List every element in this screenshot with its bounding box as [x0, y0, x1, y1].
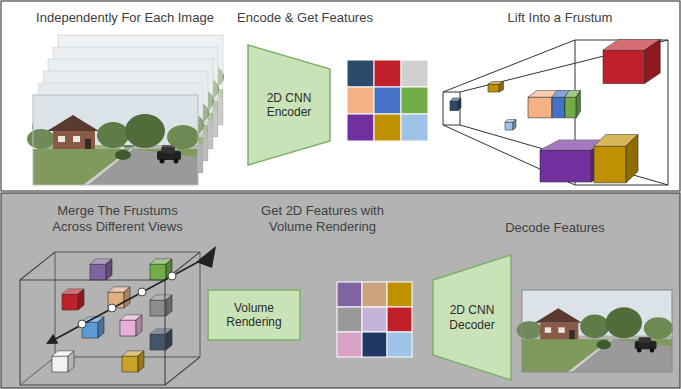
feature-grid-part — [401, 114, 428, 141]
frustum-part — [460, 40, 668, 92]
rendered-feature-grid-part — [387, 307, 412, 332]
step-heading: Independently For Each Image — [20, 10, 230, 26]
feature-grid-part — [374, 87, 401, 114]
rendered-feature-grid-part — [362, 332, 387, 357]
output-image-part — [522, 290, 672, 372]
step-heading: Lift Into a Frustum — [470, 10, 650, 26]
feature-grid-part — [401, 87, 428, 114]
block-text-area: 2D CNN Decoder — [433, 255, 511, 380]
camera-ray-part — [196, 246, 216, 268]
merged-volume-part-part — [55, 252, 200, 357]
top-panel-part — [1, 1, 680, 191]
step-heading: Merge The Frustums Across Different View… — [40, 203, 195, 236]
input-image-stack-part-part — [27, 95, 199, 185]
block-label: 2D CNN Decoder — [443, 303, 501, 332]
encoder-block: 2D CNN Encoder — [248, 45, 330, 165]
frustum — [443, 40, 668, 185]
merged-volume-part-part — [20, 252, 55, 280]
input-image-stack — [27, 35, 224, 185]
rendered-feature-grid — [337, 282, 412, 357]
merged-volume-part — [150, 295, 172, 316]
merged-volume — [20, 252, 200, 385]
frustum-feature-blocks-part — [603, 40, 660, 84]
frustum-part — [443, 40, 575, 92]
output-image — [517, 290, 673, 372]
frustum-part — [443, 92, 460, 125]
decoder-block: 2D CNN Decoder — [433, 255, 511, 380]
feature-grid-part — [374, 60, 401, 87]
rendered-feature-grid-part — [387, 332, 412, 357]
feature-grid-part — [347, 60, 374, 87]
rendered-feature-grid-part — [337, 282, 362, 307]
frustum-feature-blocks-part — [450, 98, 461, 111]
block-label: 2D CNN Encoder — [258, 91, 320, 120]
rendered-feature-grid-part — [362, 282, 387, 307]
camera-ray-part — [78, 320, 86, 328]
frustum-feature-blocks — [450, 40, 660, 183]
block-text-area: 2D CNN Encoder — [248, 45, 330, 165]
frustum-feature-blocks-part — [594, 135, 638, 183]
merged-volume-part — [122, 351, 144, 372]
top-panel — [1, 1, 680, 191]
merged-volume-part — [90, 259, 112, 280]
step-heading: Decode Features — [480, 220, 630, 236]
merged-volume-part-part — [165, 357, 200, 385]
process-box: Volume Rendering — [208, 290, 300, 340]
merged-volume-part — [52, 351, 74, 372]
block-shape — [208, 290, 300, 340]
step-heading: Encode & Get Features — [225, 10, 385, 26]
feature-grid-part — [374, 114, 401, 141]
rendered-feature-grid-part — [337, 332, 362, 357]
camera-ray-part — [108, 304, 116, 312]
merged-volume-part — [150, 329, 172, 350]
frustum-feature-blocks-part — [565, 91, 580, 118]
bottom-panel-part — [1, 193, 680, 388]
merged-volume-part-part — [20, 357, 55, 385]
merged-volume-part — [20, 280, 165, 385]
output-image-part-part — [517, 290, 673, 372]
feature-grid-part — [401, 60, 428, 87]
merged-volume-part — [20, 252, 200, 385]
feature-grid-part — [347, 114, 374, 141]
feature-grid — [347, 60, 428, 141]
bottom-panel — [1, 193, 680, 388]
step-heading: Get 2D Features with Volume Rendering — [250, 203, 395, 236]
block-label: Volume Rendering — [218, 301, 290, 330]
camera-ray-part — [168, 272, 176, 280]
output-image-part — [517, 290, 673, 372]
frustum-feature-blocks-part — [505, 120, 516, 131]
input-image-stack-part-part — [33, 95, 198, 185]
frustum-part — [460, 125, 668, 185]
input-image-stack-part — [27, 95, 199, 185]
frustum-feature-blocks-part — [488, 82, 503, 93]
feature-grid-part — [347, 87, 374, 114]
camera-ray-part — [48, 262, 198, 343]
rendered-feature-grid-part — [337, 307, 362, 332]
merged-volume-part — [62, 289, 84, 310]
block-shape — [248, 45, 330, 165]
camera-ray — [48, 246, 216, 343]
camera-ray-part — [138, 288, 146, 296]
merged-volume-part — [120, 315, 142, 336]
rendered-feature-grid-part — [362, 307, 387, 332]
rendered-feature-grid-part — [387, 282, 412, 307]
merged-volume-part — [82, 317, 104, 338]
block-shape — [433, 255, 511, 380]
block-text-area: Volume Rendering — [208, 290, 300, 340]
